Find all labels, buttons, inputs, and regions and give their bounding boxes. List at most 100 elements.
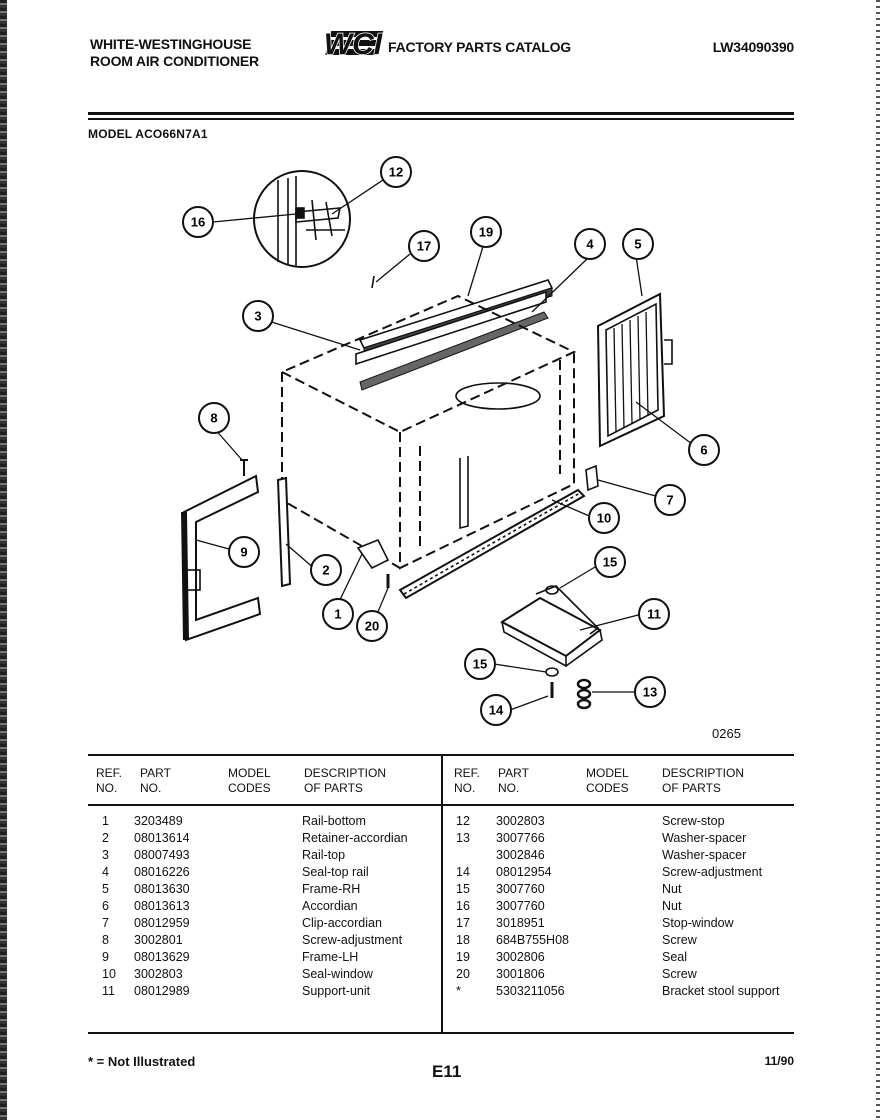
callout-labels: 16 12 17 19 5 4 3 6 8 7 10 9 2 15 1 11 2…	[182, 156, 720, 726]
washer-spacer-2	[576, 688, 592, 700]
page-number: E11	[432, 1062, 462, 1081]
cell-ref-no: 13	[456, 831, 470, 845]
table-rule-top	[88, 754, 794, 756]
cell-description: Clip-accordian	[302, 916, 382, 930]
screw-adjustment	[240, 459, 248, 476]
cell-ref-no: 5	[102, 882, 109, 896]
cell-part-no: 3018951	[496, 916, 545, 930]
svg-text:15: 15	[603, 555, 617, 570]
cell-description: Retainer-accordian	[302, 831, 408, 845]
svg-text:10: 10	[597, 511, 611, 526]
cell-part-no: 08013629	[134, 950, 190, 964]
cell-part-no: 3002803	[134, 967, 183, 981]
cell-part-no: 5303211056	[496, 984, 565, 998]
callout-18: 17	[408, 230, 440, 262]
cell-description: Screw-adjustment	[662, 865, 763, 879]
cell-ref-no: 6	[102, 899, 109, 913]
not-illustrated-note: * = Not Illustrated	[88, 1054, 196, 1069]
scan-edge-right	[876, 0, 880, 1120]
callout-19: 19	[470, 216, 502, 248]
wci-logo: WCI	[323, 28, 383, 62]
cell-description: Washer-spacer	[662, 848, 747, 862]
retainer-accordian	[276, 476, 292, 588]
bottom-bracket	[356, 538, 390, 570]
table-divider	[441, 756, 443, 1032]
callout-17: 16	[182, 206, 214, 238]
cell-description: Frame-LH	[302, 950, 359, 964]
cell-part-no: 3001806	[496, 967, 545, 981]
cabinet-opening	[455, 382, 541, 410]
logo-text: WCI	[324, 28, 383, 61]
bottom-rail	[398, 488, 586, 600]
nut-16	[545, 585, 559, 595]
cell-description: Nut	[662, 899, 682, 913]
cell-part-no: 3002806	[496, 950, 545, 964]
cell-part-no: 08013614	[134, 831, 190, 845]
svg-text:9: 9	[240, 545, 247, 560]
inner-bracket	[459, 456, 469, 530]
svg-text:3: 3	[254, 309, 261, 324]
top-rail-assembly	[355, 275, 554, 391]
cell-description: Screw-stop	[662, 814, 725, 828]
cell-ref-no: 14	[456, 865, 470, 879]
cell-part-no: 3007760	[496, 899, 545, 913]
callout-11: 11	[638, 598, 670, 630]
callout-6: 6	[688, 434, 720, 466]
callout-20: 20	[356, 610, 388, 642]
callout-3: 3	[242, 300, 274, 332]
cell-description: Frame-RH	[302, 882, 361, 896]
cell-description: Seal-window	[302, 967, 373, 981]
cell-part-no: 3007766	[496, 831, 545, 845]
cell-ref-no: 15	[456, 882, 470, 896]
cell-part-no: 3203489	[134, 814, 183, 828]
th-ref-left: REF.NO.	[96, 766, 123, 795]
cell-description: Screw	[662, 933, 697, 947]
th-ref-right: REF.NO.	[454, 766, 481, 795]
callout-10: 10	[588, 502, 620, 534]
cell-description: Rail-top	[302, 848, 346, 862]
callout-2: 2	[310, 554, 342, 586]
callout-14: 14	[480, 694, 512, 726]
svg-text:19: 19	[479, 225, 493, 240]
cell-ref-no: 4	[102, 865, 109, 879]
clip-accordian	[585, 464, 599, 492]
support-unit	[500, 585, 603, 668]
cell-description: Washer-spacer	[662, 831, 747, 845]
svg-text:15: 15	[473, 657, 487, 672]
brand-line-2: ROOM AIR CONDITIONER	[90, 53, 259, 69]
callout-4: 4	[574, 228, 606, 260]
cell-part-no: 3007760	[496, 882, 545, 896]
cell-part-no: 08012959	[134, 916, 190, 930]
catalog-code: LW34090390	[712, 39, 794, 55]
svg-text:2: 2	[322, 563, 329, 578]
catalog-date: 11/90	[764, 1054, 794, 1068]
callout-1: 1	[322, 598, 354, 630]
svg-text:13: 13	[643, 685, 657, 700]
svg-text:17: 17	[417, 239, 431, 254]
left-frame-lh	[181, 474, 262, 642]
svg-text:1: 1	[334, 607, 341, 622]
cell-part-no: 3002803	[496, 814, 545, 828]
callout-13: 13	[634, 676, 666, 708]
svg-text:8: 8	[210, 411, 217, 426]
scan-edge-left	[0, 0, 7, 1120]
cell-ref-no: 7	[102, 916, 109, 930]
cell-ref-no: 18	[456, 933, 470, 947]
callout-12: 12	[380, 156, 412, 188]
cell-ref-no: 2	[102, 831, 109, 845]
cell-description: Stop-window	[662, 916, 734, 930]
washer-spacer-3	[576, 698, 592, 710]
cell-part-no: 08016226	[134, 865, 190, 879]
cell-description: Nut	[662, 882, 682, 896]
cell-ref-no: 8	[102, 933, 109, 947]
cell-description: Seal	[662, 950, 688, 964]
svg-text:4: 4	[586, 237, 594, 252]
cell-ref-no: 17	[456, 916, 470, 930]
leader-lines	[195, 179, 701, 711]
cell-description: Rail-bottom	[302, 814, 366, 828]
cell-ref-no: 12	[456, 814, 470, 828]
